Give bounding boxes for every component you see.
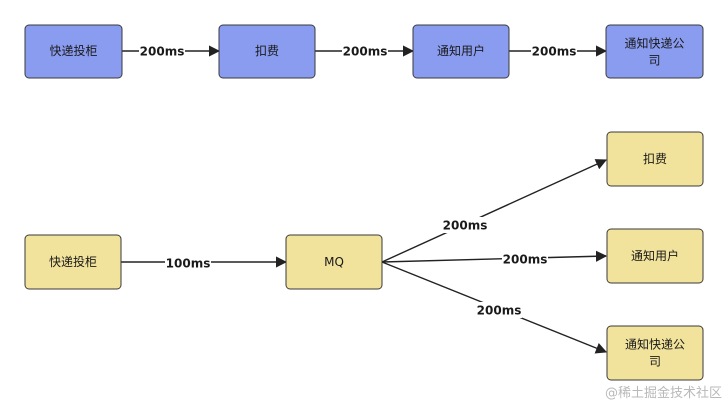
- bottom-node-notify-company: 通知快递公 司: [606, 325, 704, 381]
- bottom-edge-label-mq: 100ms: [166, 257, 211, 271]
- bottom-edge-label-charge: 200ms: [443, 219, 488, 233]
- top-node-charge: 扣费: [218, 24, 316, 79]
- top-edge-label-3: 200ms: [532, 45, 577, 59]
- bottom-edge-label-notify-company: 200ms: [477, 304, 522, 318]
- top-node-notify-company: 通知快递公 司: [605, 24, 704, 79]
- svg-text:司: 司: [648, 54, 660, 68]
- bottom-node-notify-user: 通知用户: [606, 228, 704, 284]
- top-row: 200ms 200ms 200ms 快递投柜 扣费 通知用户 通知快递公 司: [24, 24, 704, 79]
- svg-text:扣费: 扣费: [643, 152, 667, 166]
- bottom-edge-mq-notify-user: [381, 250, 608, 263]
- bottom-row: 100ms 200ms 200ms 200ms 快递投柜 MQ 扣费 通知用户 …: [24, 131, 704, 381]
- bottom-edge-mq-charge: [381, 159, 608, 263]
- bottom-node-charge: 扣费: [606, 131, 704, 187]
- svg-text:扣费: 扣费: [255, 44, 279, 58]
- svg-text:通知用户: 通知用户: [437, 43, 485, 58]
- bottom-edge-label-notify-user: 200ms: [503, 253, 548, 267]
- svg-text:通知快递公: 通知快递公: [625, 338, 685, 352]
- top-node-deliver: 快递投柜: [24, 24, 123, 79]
- bottom-node-deliver: 快递投柜: [24, 234, 122, 290]
- svg-text:快递投柜: 快递投柜: [49, 254, 97, 269]
- bottom-node-mq: MQ: [285, 234, 383, 290]
- watermark: @稀土掘金技术社区: [604, 386, 722, 401]
- svg-text:MQ: MQ: [324, 255, 344, 269]
- svg-text:司: 司: [649, 355, 661, 369]
- svg-text:快递投柜: 快递投柜: [49, 43, 97, 58]
- top-node-notify-user: 通知用户: [412, 24, 510, 79]
- svg-text:通知快递公: 通知快递公: [624, 37, 684, 51]
- top-edge-label-1: 200ms: [140, 45, 185, 59]
- top-edge-label-2: 200ms: [343, 45, 388, 59]
- svg-text:通知用户: 通知用户: [631, 248, 679, 263]
